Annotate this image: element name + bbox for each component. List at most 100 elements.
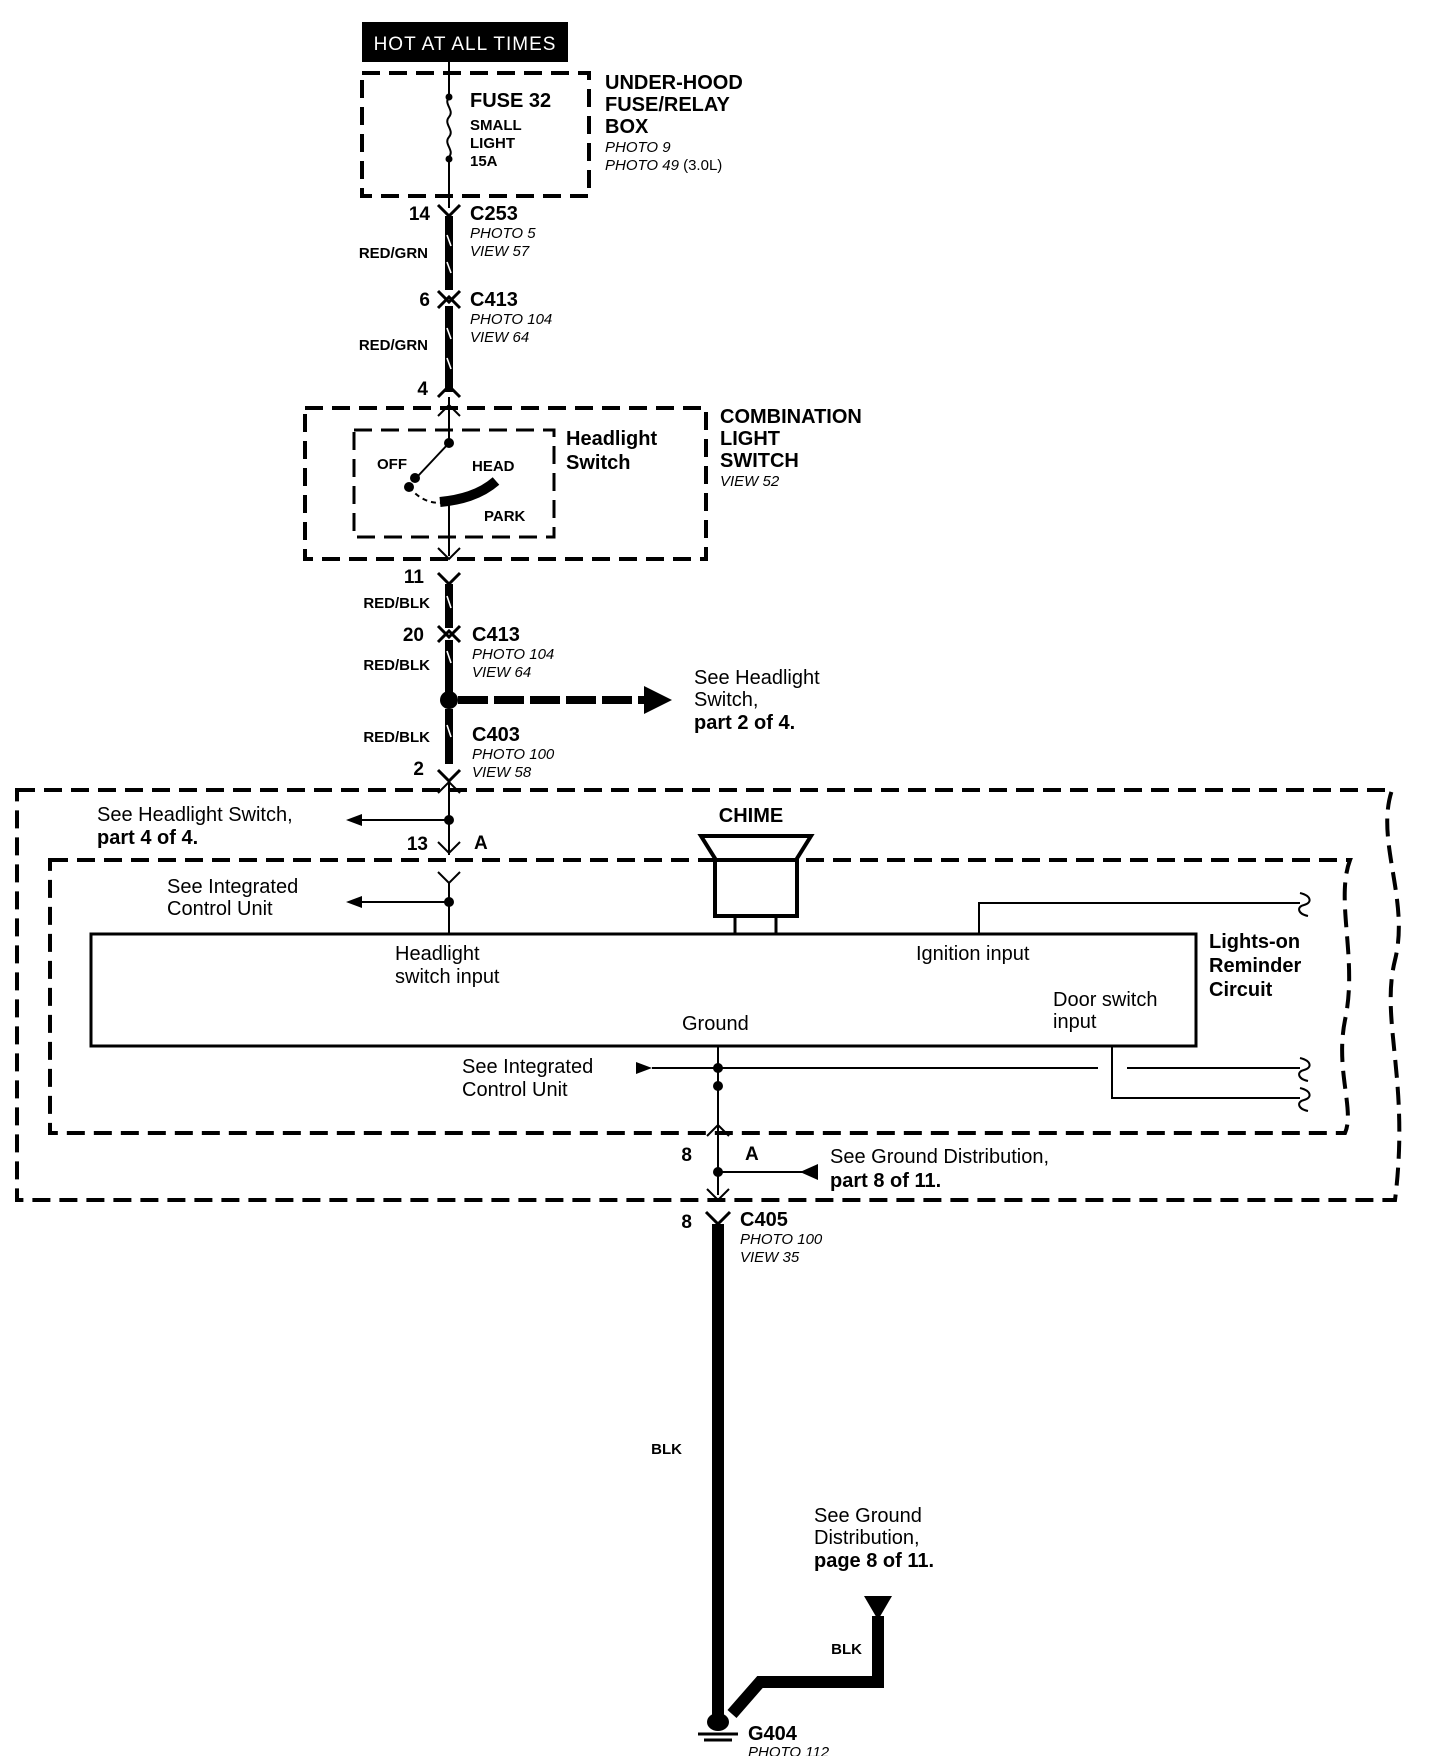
chime-horn [697,834,815,862]
upper-harness: 14 C253 PHOTO 5 VIEW 57 RED/GRN 6 C413 P… [359,203,552,400]
fuse-box-outline [360,71,591,198]
arrow-left-icon-3 [800,1164,818,1180]
ref-icu-bottom-line1[interactable]: See Integrated [462,1056,593,1078]
headlight-switch-label-2: Switch [566,452,630,474]
power-source-text: HOT AT ALL TIMES [374,34,557,55]
reminder-module-box [89,932,1198,1048]
wire-color-blk-main: BLK [651,1441,682,1458]
c403-pin: 2 [413,759,424,780]
c413-top-pin-out: 4 [417,379,428,400]
chime-label: CHIME [719,805,783,827]
break-symbol-icon-2 [1298,1057,1311,1082]
door-switch-label-1: Door switch [1053,989,1157,1011]
wire-blk-branch [727,1616,884,1718]
switch-pos-park: PARK [484,508,526,525]
ground-pin-8: 8 [681,1145,692,1166]
ground-ref-2-line1[interactable]: See Ground [814,1505,922,1527]
c253-photo: PHOTO 5 [470,225,536,242]
ground-ref-2-line2[interactable]: Distribution, [814,1527,920,1549]
power-source-label: HOT AT ALL TIMES [362,22,568,62]
c405-name: C405 [740,1209,788,1231]
arrow-right-icon [644,686,672,714]
ref-headlight-part4-line2[interactable]: part 4 of 4. [97,827,198,849]
switch-pos-off: OFF [377,456,407,473]
arrow-right-icon-2 [636,1062,652,1074]
wire-color-red-grn-2: RED/GRN [359,337,428,354]
c413-top-pin: 6 [419,290,430,311]
g404-name: G404 [748,1723,798,1745]
headlight-switch-label-1: Headlight [566,428,657,450]
wire-color-red-blk-2: RED/BLK [363,657,430,674]
c403-photo: PHOTO 100 [472,746,555,763]
c253-name: C253 [470,203,518,225]
c405-pin: 8 [681,1212,692,1233]
icu-top-wiring: See Headlight Switch, part 4 of 4. 13 A … [97,780,488,934]
fuse-name: FUSE 32 [470,90,551,112]
ground-ref-arrow-icon [864,1596,892,1620]
park-contact [439,477,500,507]
wire-color-red-blk-3: RED/BLK [363,729,430,746]
fuse-box-photo-2-text: PHOTO 49 [605,157,680,174]
combination-switch-outline [303,406,708,561]
fuse-box-title-3: BOX [605,116,649,138]
arrow-left-icon-2 [346,896,362,908]
ref-icu-top-line2[interactable]: Control Unit [167,898,273,920]
reminder-title-2: Reminder [1209,955,1301,977]
c413-top-photo: PHOTO 104 [470,311,552,328]
pin-13: 13 [407,834,428,855]
headlight-switch-outline [352,428,556,539]
fuse-box-title-1: UNDER-HOOD [605,72,743,94]
c405-view: VIEW 35 [740,1249,800,1266]
c253-pin: 14 [409,204,431,225]
c413-bottom-view: VIEW 64 [472,664,531,681]
combination-light-switch: OFF HEAD PARK Headlight Switch COMBINATI… [303,397,862,561]
ground-ref-2-line3[interactable]: page 8 of 11. [814,1550,934,1572]
fuse-box-photo-1: PHOTO 9 [605,139,671,156]
ground-symbol-icon [698,1713,738,1742]
ref-headlight-part4-line1[interactable]: See Headlight Switch, [97,804,293,826]
reminder-title-3: Circuit [1209,979,1273,1001]
headlight-input-label-1: Headlight [395,943,480,965]
fuse-desc-1: SMALL [470,117,522,134]
fuse-desc-2: LIGHT [470,135,515,152]
ground-ref-1-line1[interactable]: See Ground Distribution, [830,1146,1049,1168]
splice-point [440,691,458,709]
fuse-desc-3: 15A [470,153,498,170]
wire-color-red-blk-1: RED/BLK [363,595,430,612]
ref-headlight-part2-line3[interactable]: part 2 of 4. [694,712,795,734]
headlight-input-label-2: switch input [395,966,500,988]
pin-11: 11 [404,567,425,588]
ground-label: Ground [682,1013,749,1035]
middle-harness: 11 RED/BLK 20 C413 PHOTO 104 VIEW 64 RED… [363,567,820,784]
ground-pin-letter: A [745,1144,759,1165]
fuse-symbol [446,96,452,158]
under-hood-fuse-box: FUSE 32 SMALL LIGHT 15A UNDER-HOOD FUSE/… [360,62,743,208]
break-symbol-icon [1298,892,1311,917]
combination-switch-title-3: SWITCH [720,450,799,472]
ref-icu-top-line1[interactable]: See Integrated [167,876,298,898]
chime-body [713,858,799,918]
g404-photo: PHOTO 112 [748,1744,830,1756]
reminder-title-1: Lights-on [1209,931,1300,953]
c413-bottom-photo: PHOTO 104 [472,646,554,663]
c413-bottom-name: C413 [472,624,520,646]
combination-switch-view: VIEW 52 [720,473,780,490]
c405-photo: PHOTO 100 [740,1231,823,1248]
ignition-input-wire [978,902,1300,934]
reminder-module: Headlight switch input Ignition input Gr… [89,892,1311,1048]
pin-13-letter: A [474,833,488,854]
door-switch-label-2: input [1053,1011,1097,1033]
ignition-input-label: Ignition input [916,943,1030,965]
fuse-box-title-2: FUSE/RELAY [605,94,731,116]
ref-icu-bottom-line2[interactable]: Control Unit [462,1079,568,1101]
arrow-left-icon [346,814,362,826]
icu-ground-exit: 8 A See Ground Distribution, part 8 of 1… [681,1123,1049,1202]
lights-on-reminder-outline [48,858,1353,1135]
ref-headlight-part2-line1[interactable]: See Headlight [694,667,820,689]
switch-pos-head: HEAD [472,458,515,475]
ref-headlight-part2-line2[interactable]: Switch, [694,689,758,711]
ground-ref-1-line2[interactable]: part 8 of 11. [830,1170,941,1192]
c413-bottom-pin: 20 [403,625,424,646]
